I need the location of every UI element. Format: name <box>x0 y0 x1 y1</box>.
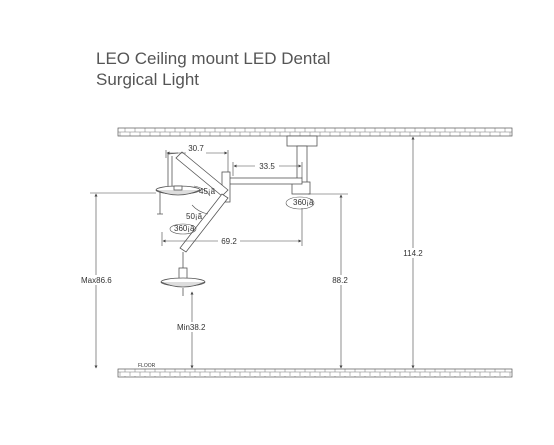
label-ceiling-height: 114.2 <box>403 249 423 258</box>
label-ext-arm: 33.5 <box>259 162 275 171</box>
floor <box>117 368 513 378</box>
label-rotation-right: 360¡ã <box>293 198 314 207</box>
lower-spring-arm <box>179 193 229 268</box>
diagram-title: LEO Ceiling mount LED Dental Surgical Li… <box>96 48 330 90</box>
label-angle-45: 45¡ã <box>199 187 216 196</box>
label-top-arm: 30.7 <box>188 144 204 153</box>
label-floor: FLOOR <box>138 363 156 369</box>
label-angle-50: 50¡ã <box>186 212 203 221</box>
upper-lamp-head <box>155 185 201 215</box>
label-min-height: Min38.2 <box>177 323 206 332</box>
label-mount-height: 88.2 <box>332 276 348 285</box>
label-max-height: Max86.6 <box>81 276 112 285</box>
ceiling <box>117 127 513 137</box>
label-reach: 69.2 <box>221 237 237 246</box>
dimension-lines <box>90 136 415 369</box>
title-line-2: Surgical Light <box>96 70 200 89</box>
label-rotation-left: 360¡ã <box>174 224 195 233</box>
angle-arcs <box>191 185 211 215</box>
lower-lamp-head <box>160 267 206 296</box>
title-line-1: LEO Ceiling mount LED Dental <box>96 49 331 68</box>
rotation-indicator-left <box>169 223 197 235</box>
extension-arm <box>221 171 303 203</box>
rotation-indicator-right <box>285 196 315 210</box>
